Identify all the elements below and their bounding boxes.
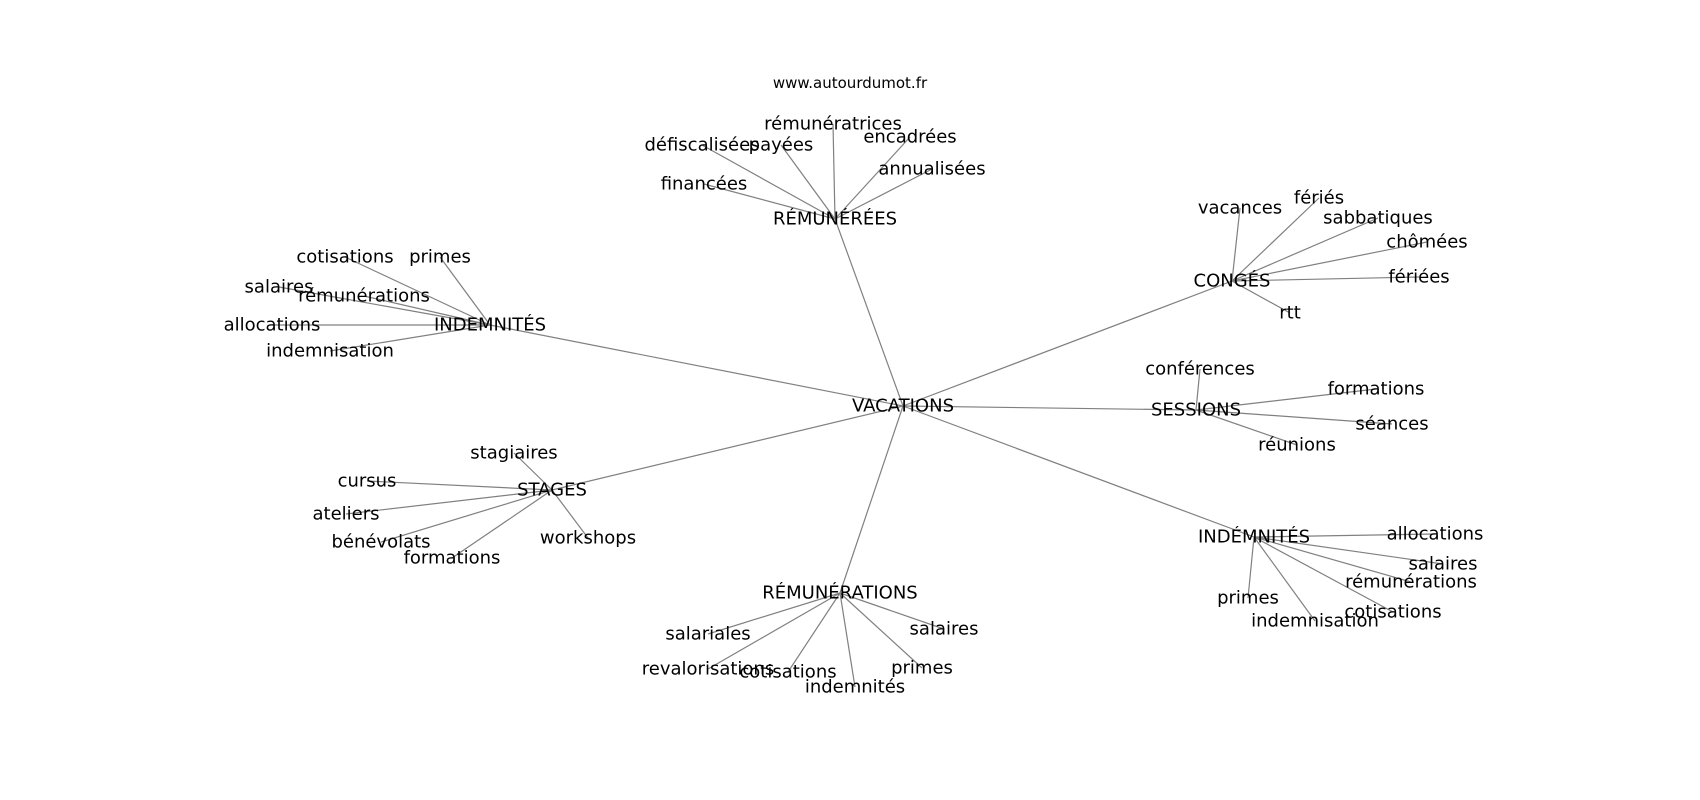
hub-node: CONGÉS (1194, 270, 1271, 292)
edge-hub-to-word (1195, 368, 1201, 411)
word-node: stagiaires (470, 443, 557, 464)
graph-edges (272, 123, 1444, 688)
word-node: indemnisation (266, 341, 394, 362)
word-node: primes (409, 247, 471, 268)
edge-hub-to-word (834, 168, 933, 220)
word-node: annualisées (878, 159, 985, 180)
word-node: allocations (1387, 524, 1484, 545)
edge-hub-to-word (832, 123, 836, 220)
edge-hub-to-word (1231, 280, 1291, 314)
edge-hub-to-word (1231, 276, 1420, 282)
word-node: séances (1355, 414, 1428, 435)
edge-center-to-hub (902, 405, 1255, 538)
edge-center-to-hub (902, 280, 1233, 407)
word-node: formations (404, 548, 501, 569)
edge-hub-to-word (1195, 409, 1298, 446)
edge-center-to-hub (834, 218, 904, 407)
edge-hub-to-word (1253, 536, 1412, 583)
word-node: fériés (1294, 188, 1344, 209)
hub-node: SESSIONS (1151, 400, 1241, 421)
edge-hub-to-word (839, 592, 945, 630)
word-node: financées (661, 174, 748, 195)
word-node: réunions (1258, 435, 1336, 456)
edge-center-to-hub (839, 405, 904, 594)
edge-hub-to-word (707, 592, 841, 670)
edge-hub-to-word (839, 592, 923, 669)
hub-node: RÉMUNÉRATIONS (762, 582, 917, 604)
edge-hub-to-word (1231, 197, 1320, 282)
edge-hub-to-word (839, 592, 856, 688)
word-node: rémunératrices (764, 114, 902, 135)
hub-node: RÉMUNÉRÉES (773, 208, 897, 230)
word-node: cotisations (1344, 602, 1441, 623)
hub-node: INDÉMNITÉS (1198, 526, 1310, 548)
edge-center-to-hub (489, 324, 904, 407)
word-node: fériées (1388, 267, 1449, 288)
edge-hub-to-word (1253, 536, 1444, 565)
edge-hub-to-word (1253, 533, 1436, 538)
edge-hub-to-word (834, 136, 911, 220)
word-node: salariales (665, 624, 750, 645)
edge-hub-to-word (1195, 409, 1393, 425)
word-node: encadrées (863, 127, 956, 148)
edge-hub-to-word (329, 324, 491, 352)
hub-node: INDEMNITÉS (434, 314, 546, 336)
word-node: rtt (1279, 303, 1301, 324)
source-label: www.autourdumot.fr (773, 74, 928, 92)
edge-hub-to-word (1231, 207, 1241, 282)
edge-hub-to-word (703, 183, 836, 220)
word-node: payées (749, 135, 814, 156)
edge-hub-to-word (1231, 241, 1428, 282)
edge-hub-to-word (551, 489, 589, 539)
edge-hub-to-word (707, 592, 841, 635)
word-node: allocations (224, 315, 321, 336)
edge-hub-to-word (787, 592, 841, 673)
edge-hub-to-word (780, 144, 836, 220)
word-node: indemnisation (1251, 611, 1379, 632)
word-node: salaires (1409, 554, 1478, 575)
word-node: primes (891, 658, 953, 679)
word-node: revalorisations (642, 659, 774, 680)
word-node: ateliers (312, 504, 379, 525)
edge-hub-to-word (1253, 536, 1316, 622)
word-node: conférences (1145, 359, 1255, 380)
word-node: workshops (540, 528, 636, 549)
word-node: cotisations (739, 662, 836, 683)
word-node: sabbatiques (1323, 208, 1433, 229)
word-node: primes (1217, 588, 1279, 609)
edge-center-to-hub (551, 405, 904, 491)
hub-node: STAGES (517, 480, 587, 501)
edge-hub-to-word (451, 489, 553, 559)
edge-hub-to-word (366, 480, 553, 491)
edge-hub-to-word (701, 144, 836, 220)
edge-hub-to-word (1253, 536, 1394, 613)
word-node: indemnités (805, 677, 905, 698)
edge-hub-to-word (1195, 388, 1377, 411)
center-node: VACATIONS (852, 396, 954, 417)
edge-center-to-hub (902, 405, 1197, 411)
edge-hub-to-word (344, 256, 491, 326)
word-node: salaires (245, 277, 314, 298)
edge-hub-to-word (380, 489, 553, 543)
edge-hub-to-word (513, 452, 553, 491)
word-node: chômées (1386, 232, 1467, 253)
word-node: salaires (910, 619, 979, 640)
edge-hub-to-word (363, 295, 491, 326)
word-node: rémunérations (1345, 572, 1477, 593)
edge-hub-to-word (1247, 536, 1255, 599)
word-node: formations (1328, 379, 1425, 400)
edge-hub-to-word (278, 286, 491, 326)
word-node: cotisations (296, 247, 393, 268)
word-node: vacances (1198, 198, 1282, 219)
word-node: cursus (338, 471, 397, 492)
edge-hub-to-word (345, 489, 553, 515)
graph-labels: VACATIONS RÉMUNÉRÉES rémunératricesdéfisca… (224, 114, 1484, 698)
edge-hub-to-word (1231, 217, 1379, 282)
word-node: rémunérations (298, 286, 430, 307)
edge-hub-to-word (439, 256, 491, 326)
word-node: bénévolats (331, 532, 430, 553)
word-node: défiscalisées (644, 135, 759, 156)
